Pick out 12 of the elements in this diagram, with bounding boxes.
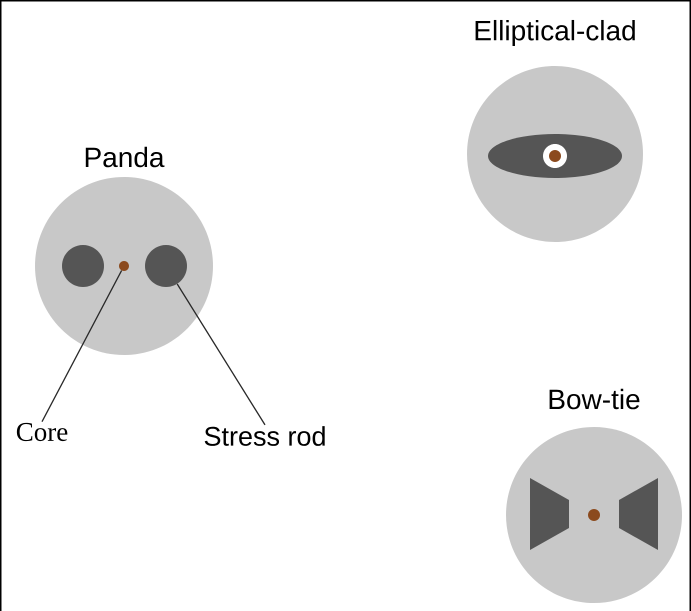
fiber-title: Panda <box>86 146 164 168</box>
fiber-title: Bow-tie <box>550 388 640 410</box>
callout-label: Stress rod <box>204 426 325 446</box>
fiber-cross-section <box>467 66 643 242</box>
fiber-title: Elliptical-clad <box>476 20 635 46</box>
leader-line <box>176 284 266 426</box>
leader-line <box>41 270 122 422</box>
callout-label: Core <box>16 422 68 442</box>
stress-rod <box>62 245 104 287</box>
fiber-cross-section <box>506 427 682 603</box>
fiber-core <box>119 261 129 271</box>
stress-rod <box>145 245 187 287</box>
